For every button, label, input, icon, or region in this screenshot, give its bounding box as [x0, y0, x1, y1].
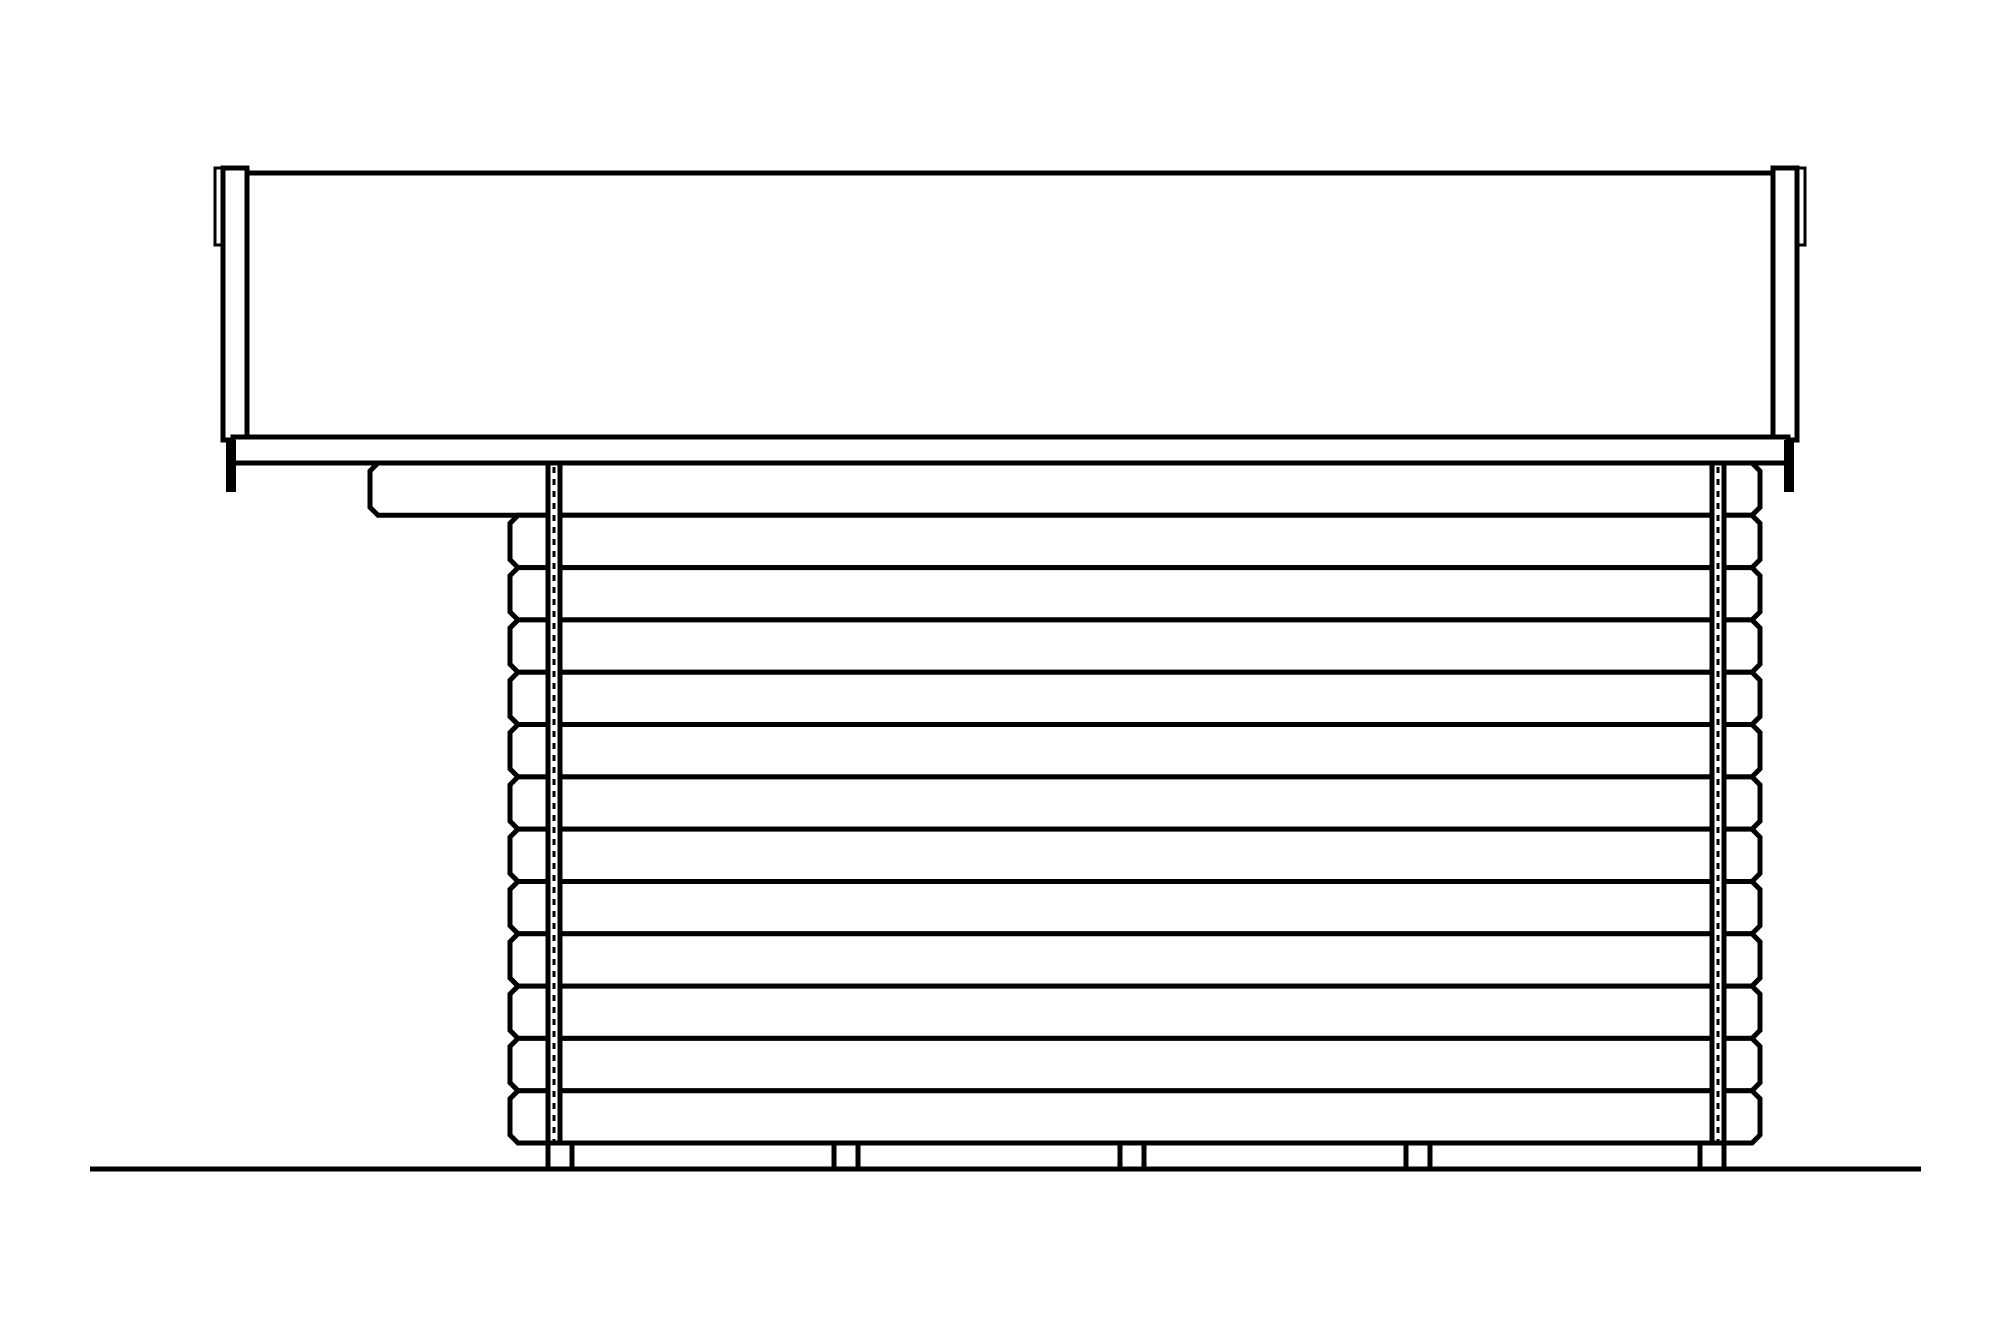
log-course	[507, 1088, 1763, 1146]
drip-left	[226, 440, 236, 492]
roof	[213, 165, 1807, 492]
foundation-block	[1403, 1140, 1433, 1172]
roof-bracket-right-icon	[1795, 166, 1807, 247]
foundation-block	[831, 1140, 861, 1172]
roof-panel	[242, 170, 1778, 440]
roof-bracket-left-icon	[213, 166, 225, 247]
roof-edge-right	[1770, 165, 1800, 443]
log-course	[507, 565, 1763, 623]
foundation-block	[1697, 1140, 1727, 1172]
foundation-block	[545, 1140, 575, 1172]
fascia-board	[230, 434, 1791, 466]
log-course	[507, 983, 1763, 1041]
log-course	[507, 669, 1763, 728]
log-course	[507, 1035, 1763, 1094]
drip-right	[1784, 440, 1794, 492]
log-wall	[367, 460, 1763, 1170]
log-course	[507, 774, 1763, 832]
log-course	[367, 460, 1763, 518]
log-course	[507, 722, 1763, 780]
log-course	[507, 826, 1763, 884]
foundation	[545, 1140, 1727, 1172]
roof-edge-left	[220, 165, 250, 443]
log-course	[507, 617, 1763, 675]
log-course	[507, 878, 1763, 937]
log-course	[507, 931, 1763, 989]
log-course	[507, 512, 1763, 571]
foundation-block	[1117, 1140, 1147, 1172]
